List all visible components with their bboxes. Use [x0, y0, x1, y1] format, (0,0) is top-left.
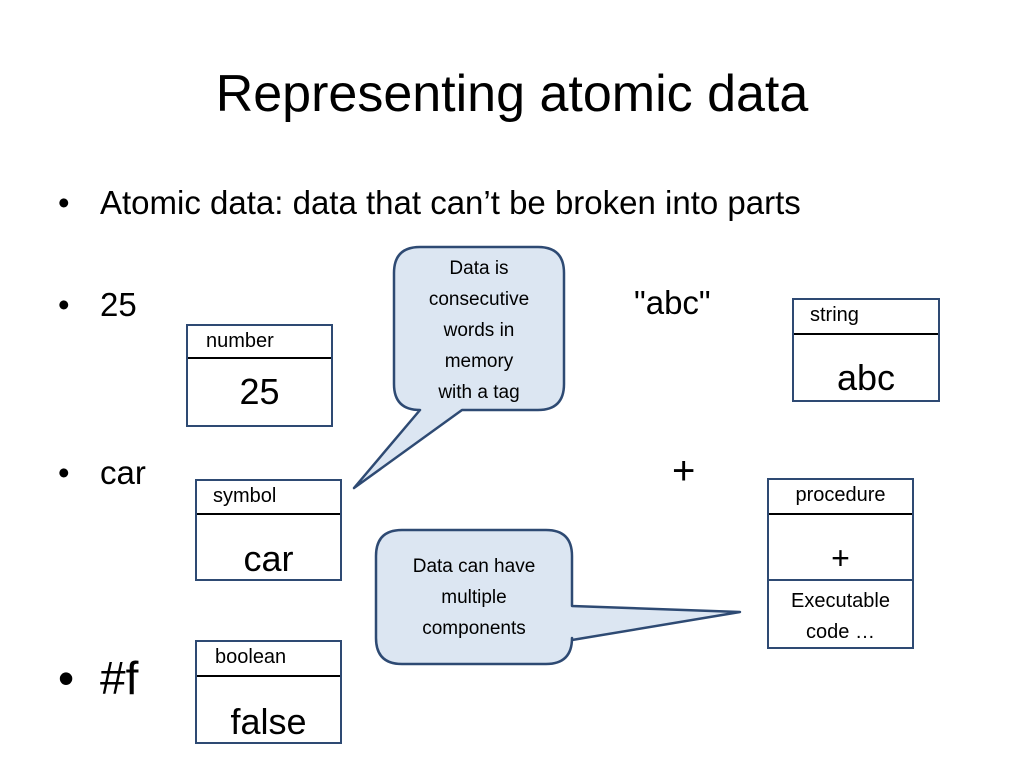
procedure-code-line: Executable [791, 590, 890, 612]
memory-callout-text: Data is consecutive words in memory with… [396, 253, 562, 408]
callout-line: multiple [441, 587, 507, 608]
callout-line: Data is [449, 258, 509, 279]
callout-line: memory [444, 351, 514, 372]
number-box: number 25 [186, 324, 333, 427]
callout-line: words in [443, 320, 515, 341]
slide-title: Representing atomic data [215, 65, 809, 123]
symbol-box: symbol car [195, 479, 342, 581]
bullet-marker: • [58, 286, 70, 323]
components-callout-text: Data can have multiple components [378, 551, 570, 644]
procedure-code-text: Executable code … [769, 586, 912, 648]
callout-line: consecutive [428, 289, 530, 310]
bullet-marker: • [58, 652, 75, 704]
callout-line: components [422, 618, 526, 639]
boolean-box: boolean false [195, 640, 342, 744]
box-type-tag: string [794, 300, 938, 335]
box-type-tag: boolean [197, 642, 340, 677]
abc-literal-label: "abc" [634, 284, 711, 321]
box-type-tag: procedure [769, 480, 912, 515]
bullet-text: car [100, 454, 146, 491]
callout-line: with a tag [438, 382, 520, 403]
bullet-text: Atomic data: data that can’t be broken i… [100, 184, 801, 221]
procedure-box: procedure + Executable code … [767, 478, 914, 649]
procedure-code-divider [769, 579, 912, 581]
plus-literal-label: + [672, 449, 696, 493]
callout-line: Data can have [412, 556, 536, 577]
box-value: false [230, 701, 307, 742]
bullet-marker: • [58, 454, 70, 491]
box-type-tag: symbol [197, 481, 340, 515]
procedure-code-line: code … [806, 621, 875, 643]
string-box: string abc [792, 298, 940, 402]
box-value: car [243, 538, 294, 579]
bullet-text: 25 [100, 286, 137, 323]
box-value: abc [836, 357, 896, 398]
bullet-text: #f [100, 652, 139, 704]
box-value: 25 [239, 371, 280, 412]
bullet-marker: • [58, 184, 70, 221]
box-type-tag: number [188, 326, 331, 359]
box-value: + [831, 540, 850, 576]
